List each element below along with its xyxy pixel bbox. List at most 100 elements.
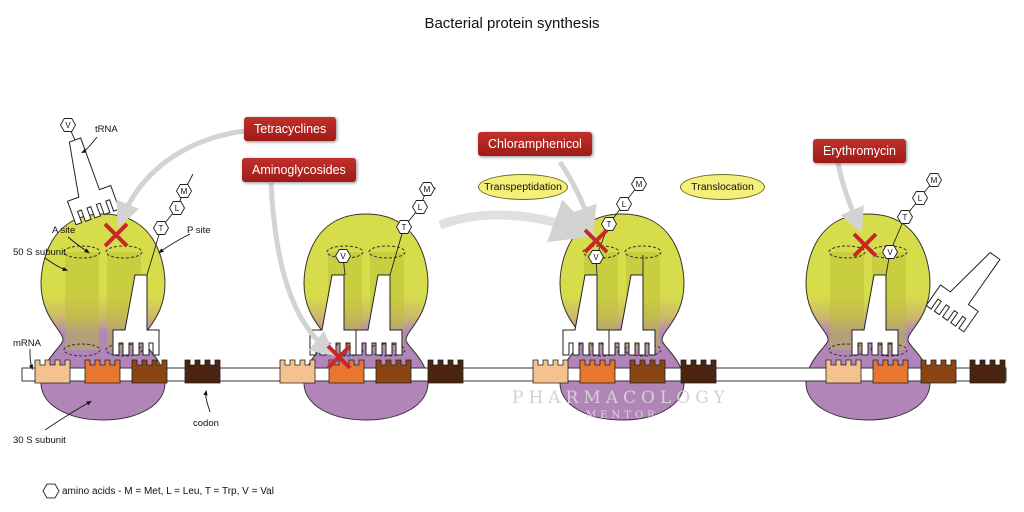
hexagon: [152, 221, 170, 235]
arrow-tetracyclines: [116, 128, 245, 228]
amino-acid-v: V: [881, 245, 899, 259]
site-ellipse: [63, 343, 101, 357]
amino-acid-l: L: [615, 197, 633, 211]
codon: [328, 359, 365, 384]
hexagon: [615, 197, 633, 211]
site-ellipse: [63, 245, 101, 259]
site-ellipse: [105, 245, 143, 259]
hexagon: [896, 210, 914, 224]
mrna-strand: [21, 367, 1007, 382]
label-codon: codon: [193, 418, 219, 429]
site-ellipse: [624, 343, 662, 357]
hexagon: [630, 177, 648, 191]
leader-a-site: [67, 236, 90, 254]
blocked-x-stroke: [583, 228, 609, 254]
codon: [825, 359, 862, 384]
trna-fork-shape: [112, 274, 160, 356]
label-50s-subunit: 50 S subunit: [13, 247, 66, 258]
trna-fork-shape: [925, 251, 1001, 333]
amino-acid-letter: T: [159, 224, 164, 233]
amino-acid-m: M: [925, 173, 943, 187]
leader-50s: [44, 257, 69, 272]
marks-layer: [42, 222, 878, 499]
blocked-mark-chloramphenicol: [583, 228, 609, 254]
amino-acid-m: M: [418, 182, 436, 196]
amino-acid-v: V: [334, 249, 352, 263]
amino-acid-letter: V: [340, 252, 346, 261]
amino-acid-l: L: [911, 191, 929, 205]
site-ellipse: [870, 343, 908, 357]
arrows-layer: [28, 128, 864, 431]
amino-acid-m: M: [630, 177, 648, 191]
amino-acid-letter: L: [622, 200, 627, 209]
trna-fork-shape: [608, 274, 656, 356]
trna-released: [925, 251, 1001, 333]
drug-aminoglycosides: Aminoglycosides: [242, 158, 356, 182]
amino-acid-v: V: [587, 250, 605, 264]
amino-acid-letter: V: [887, 248, 893, 257]
site-ellipse: [105, 343, 143, 357]
amino-acid-letter: M: [931, 176, 938, 185]
site-ellipse: [624, 245, 662, 259]
hexagon: [587, 250, 605, 264]
trna-incoming: [66, 137, 120, 226]
codon: [279, 359, 316, 384]
amino-acid-letter: T: [903, 213, 908, 222]
hexagon: [334, 249, 352, 263]
leader-mrna: [28, 348, 34, 371]
leader-30s: [44, 400, 92, 431]
legend-text: amino acids - M = Met, L = Leu, T = Trp,…: [62, 486, 274, 497]
amino-acid-v: V: [59, 118, 77, 132]
arrow-transpeptidation-flow: [438, 199, 597, 243]
trna-p-site-3: [608, 274, 656, 356]
process-transpeptidation: Transpeptidation: [478, 174, 568, 200]
site-ellipse: [828, 245, 866, 259]
site-ellipse: [368, 245, 406, 259]
label-a-site: A site: [52, 225, 76, 236]
amino-acid-letter: L: [175, 204, 180, 213]
blocked-mark-aminoglycosides: [326, 344, 352, 370]
ribosome-body: [303, 213, 429, 421]
codon: [34, 359, 71, 384]
legend-hexagon-icon: [42, 483, 60, 499]
site-ellipse: [582, 245, 620, 259]
label-p-site: P site: [187, 225, 211, 236]
trna-fork-shape: [66, 137, 120, 226]
codon: [427, 359, 464, 384]
amino-acid-t: T: [395, 220, 413, 234]
amino-acid-letter: M: [636, 180, 643, 189]
drug-chloramphenicol: Chloramphenicol: [478, 132, 592, 156]
codon: [532, 359, 569, 384]
amino-acid-letter: L: [918, 194, 923, 203]
a-site-channel: [65, 252, 99, 350]
site-ellipse: [326, 245, 364, 259]
leader-codon: [203, 389, 211, 413]
blocked-x-stroke: [852, 232, 878, 258]
hexagon: [175, 184, 193, 198]
codon: [969, 359, 1006, 384]
hexagon: [168, 201, 186, 215]
trna-p-site-4: [851, 274, 899, 356]
arrow-aminoglycosides: [268, 182, 336, 357]
amino-acid-letter: M: [181, 187, 188, 196]
site-ellipse: [870, 245, 908, 259]
site-ellipse: [326, 343, 364, 357]
amino-acid-letter: M: [424, 185, 431, 194]
amino-acid-l: L: [168, 201, 186, 215]
drug-tetracyclines: Tetracyclines: [244, 117, 337, 141]
amino-acid-l: L: [411, 200, 429, 214]
codon: [131, 359, 168, 384]
leader-p-site: [158, 233, 191, 254]
amino-acid-t: T: [152, 221, 170, 235]
trna-p-site-1: [112, 274, 160, 356]
amino-acid-letter: V: [65, 121, 71, 130]
hexagon: [925, 173, 943, 187]
codon: [375, 359, 412, 384]
label-30s-subunit: 30 S subunit: [13, 435, 66, 446]
codon: [920, 359, 957, 384]
site-ellipse: [368, 343, 406, 357]
trna-fork-shape: [851, 274, 899, 356]
hexagon: [881, 245, 899, 259]
